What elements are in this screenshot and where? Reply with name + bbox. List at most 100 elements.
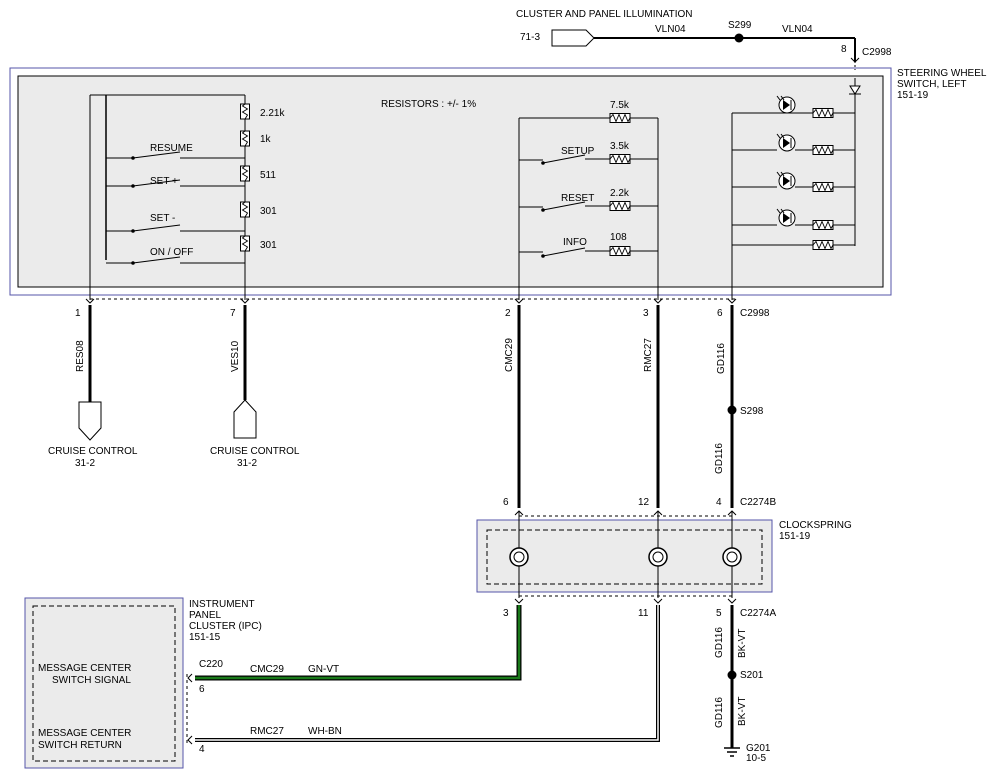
resistor-301-b	[240, 235, 250, 252]
ipc-return-label-1: MESSAGE CENTER	[38, 728, 131, 739]
clockspring-pin-12: 12	[638, 497, 650, 508]
illumination-ref: 71-3	[520, 32, 540, 43]
ipc-outline	[24, 597, 184, 769]
rmc27-label-lower: RMC27	[250, 726, 284, 737]
led-resistor-5	[812, 240, 834, 250]
ground-icon	[724, 747, 740, 757]
c2998-pin1: 1	[75, 308, 81, 319]
ipc-ref: 151-15	[189, 632, 221, 643]
cruise-ref-2: 31-2	[237, 458, 257, 469]
illumination-title: CLUSTER AND PANEL ILLUMINATION	[516, 9, 693, 20]
ground-name: G201	[746, 743, 771, 754]
res-label-301-b: 301	[260, 240, 277, 251]
switch-setup-label: SETUP	[561, 146, 595, 157]
splice-s299	[734, 33, 744, 43]
resistor-511	[240, 165, 250, 182]
led-row-4	[732, 208, 855, 227]
bkvt-label-a: BK-VT	[737, 629, 748, 658]
resistor-3-5k	[609, 154, 631, 164]
ipc-signal-label-1: MESSAGE CENTER	[38, 663, 131, 674]
ipc-name-2: PANEL	[189, 610, 221, 621]
res-label-511: 511	[260, 170, 276, 181]
led-row-2	[732, 133, 855, 152]
clockspring-pin-3: 3	[503, 608, 509, 619]
c2998-bottom-label: C2998	[740, 308, 770, 319]
switch-on-off	[106, 256, 245, 265]
steering-switch-name-1: STEERING WHEEL	[897, 68, 987, 79]
steering-switch-ref: 151-19	[897, 90, 929, 101]
clockspring-inner	[486, 529, 763, 585]
cruise-label-1: CRUISE CONTROL	[48, 446, 138, 457]
clockspring-pin-6: 6	[503, 497, 509, 508]
switch-info-label: INFO	[563, 237, 587, 248]
gd116-label-b: GD116	[714, 443, 725, 474]
ipc-signal-label-2: SWITCH SIGNAL	[52, 675, 131, 686]
res08-label: RES08	[75, 340, 86, 372]
ground-ref: 10-5	[746, 753, 766, 764]
splice-s201-label: S201	[740, 670, 764, 681]
clockspring-coil-1	[509, 547, 529, 567]
cruise-label-2: CRUISE CONTROL	[210, 446, 300, 457]
bkvt-label-b: BK-VT	[737, 697, 748, 726]
res-label-2-2k: 2.2k	[610, 188, 630, 199]
ipc-name-1: INSTRUMENT	[189, 599, 255, 610]
splice-s201	[727, 670, 737, 680]
c2998-pin2: 2	[505, 308, 511, 319]
resistor-7-5k	[609, 113, 631, 123]
res-label-2-21k: 2.21k	[260, 108, 285, 119]
clockspring-pin-5: 5	[716, 608, 722, 619]
switch-resume	[106, 151, 245, 160]
resistor-108	[609, 246, 631, 256]
ipc-return-label-2: SWITCH RETURN	[38, 740, 122, 751]
rmc27-label-upper: RMC27	[643, 338, 654, 372]
clockspring-pin-4: 4	[716, 497, 722, 508]
switch-set-plus	[106, 179, 245, 188]
clockspring-coil-2	[648, 547, 668, 567]
splice-s298	[727, 405, 737, 415]
c2274b-label: C2274B	[740, 497, 776, 508]
ipc-inner	[32, 605, 176, 762]
switch-set-minus-label: SET -	[150, 213, 175, 224]
gn-vt-label: GN-VT	[308, 664, 339, 675]
led-resistor-3	[812, 182, 834, 192]
steering-switch-body	[17, 75, 884, 288]
steering-switch-outline	[9, 67, 892, 296]
switch-set-plus-label: SET +	[150, 176, 178, 187]
c2274a-label: C2274A	[740, 608, 776, 619]
resistor-2-21k	[240, 103, 250, 120]
switch-set-minus	[106, 224, 245, 233]
wh-bn-label: WH-BN	[308, 726, 342, 737]
res-label-7-5k: 7.5k	[610, 100, 630, 111]
c2998-pin8: 8	[841, 44, 847, 55]
cmc29-label-lower: CMC29	[250, 664, 284, 675]
cmc29-label-upper: CMC29	[504, 338, 515, 372]
vln04-label-left: VLN04	[655, 24, 686, 35]
led-resistor-1	[812, 108, 834, 118]
steering-switch-name-2: SWITCH, LEFT	[897, 79, 966, 90]
gd116-label-c: GD116	[714, 627, 725, 658]
cruise-connector-2	[233, 399, 257, 439]
cruise-connector-1	[78, 401, 102, 441]
resistor-2-2k	[609, 201, 631, 211]
vln04-label-right: VLN04	[782, 24, 813, 35]
switch-on-off-label: ON / OFF	[150, 247, 193, 258]
c2998-pin7: 7	[230, 308, 236, 319]
c2998-top-label: C2998	[862, 47, 892, 58]
cmc29-wire-lower	[195, 605, 522, 681]
ipc-name-3: CLUSTER (IPC)	[189, 621, 262, 632]
res-label-3-5k: 3.5k	[610, 141, 630, 152]
c2998-pin3: 3	[643, 308, 649, 319]
clockspring-name: CLOCKSPRING	[779, 520, 852, 531]
switch-reset-label: RESET	[561, 193, 594, 204]
res-label-301-a: 301	[260, 206, 277, 217]
splice-s299-label: S299	[728, 20, 752, 31]
c220-pin-6: 6	[199, 684, 205, 695]
splice-s298-label: S298	[740, 406, 764, 417]
led-resistor-4	[812, 220, 834, 230]
c2998-pin6: 6	[717, 308, 723, 319]
res-label-108: 108	[610, 232, 627, 243]
switch-resume-label: RESUME	[150, 143, 193, 154]
gd116-label-d: GD116	[714, 697, 725, 728]
gd116-label-a: GD116	[716, 343, 727, 374]
